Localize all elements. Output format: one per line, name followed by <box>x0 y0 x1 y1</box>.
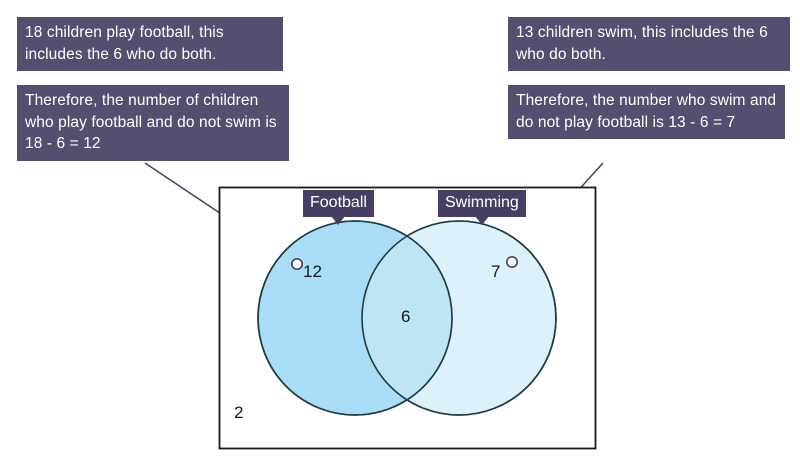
region-value-swimming-only: 7 <box>491 262 501 281</box>
callout-swimming-only: Therefore, the number who swim and do no… <box>508 85 785 140</box>
callout-football-only: Therefore, the number of children who pl… <box>17 85 289 162</box>
football-set-outline <box>257 220 453 416</box>
region-value-football-only: 12 <box>303 262 322 281</box>
region-value-both: 6 <box>401 307 411 326</box>
set-label-swimming: Swimming <box>438 190 526 225</box>
swimming-set-outline <box>361 220 557 416</box>
set-label-football-text: Football <box>310 194 367 211</box>
tag-pointer-icon <box>331 216 346 225</box>
intersection-region <box>362 221 452 415</box>
callout-football-total: 18 children play football, this includes… <box>17 17 283 72</box>
marker-football-only <box>290 257 304 271</box>
marker-swim-only <box>505 255 519 269</box>
set-label-football: Football <box>303 190 374 225</box>
tag-pointer-icon <box>474 216 489 225</box>
set-label-swimming-text: Swimming <box>445 194 519 211</box>
callout-swimming-total: 13 children swim, this includes the 6 wh… <box>508 17 790 72</box>
region-value-neither: 2 <box>234 403 244 422</box>
